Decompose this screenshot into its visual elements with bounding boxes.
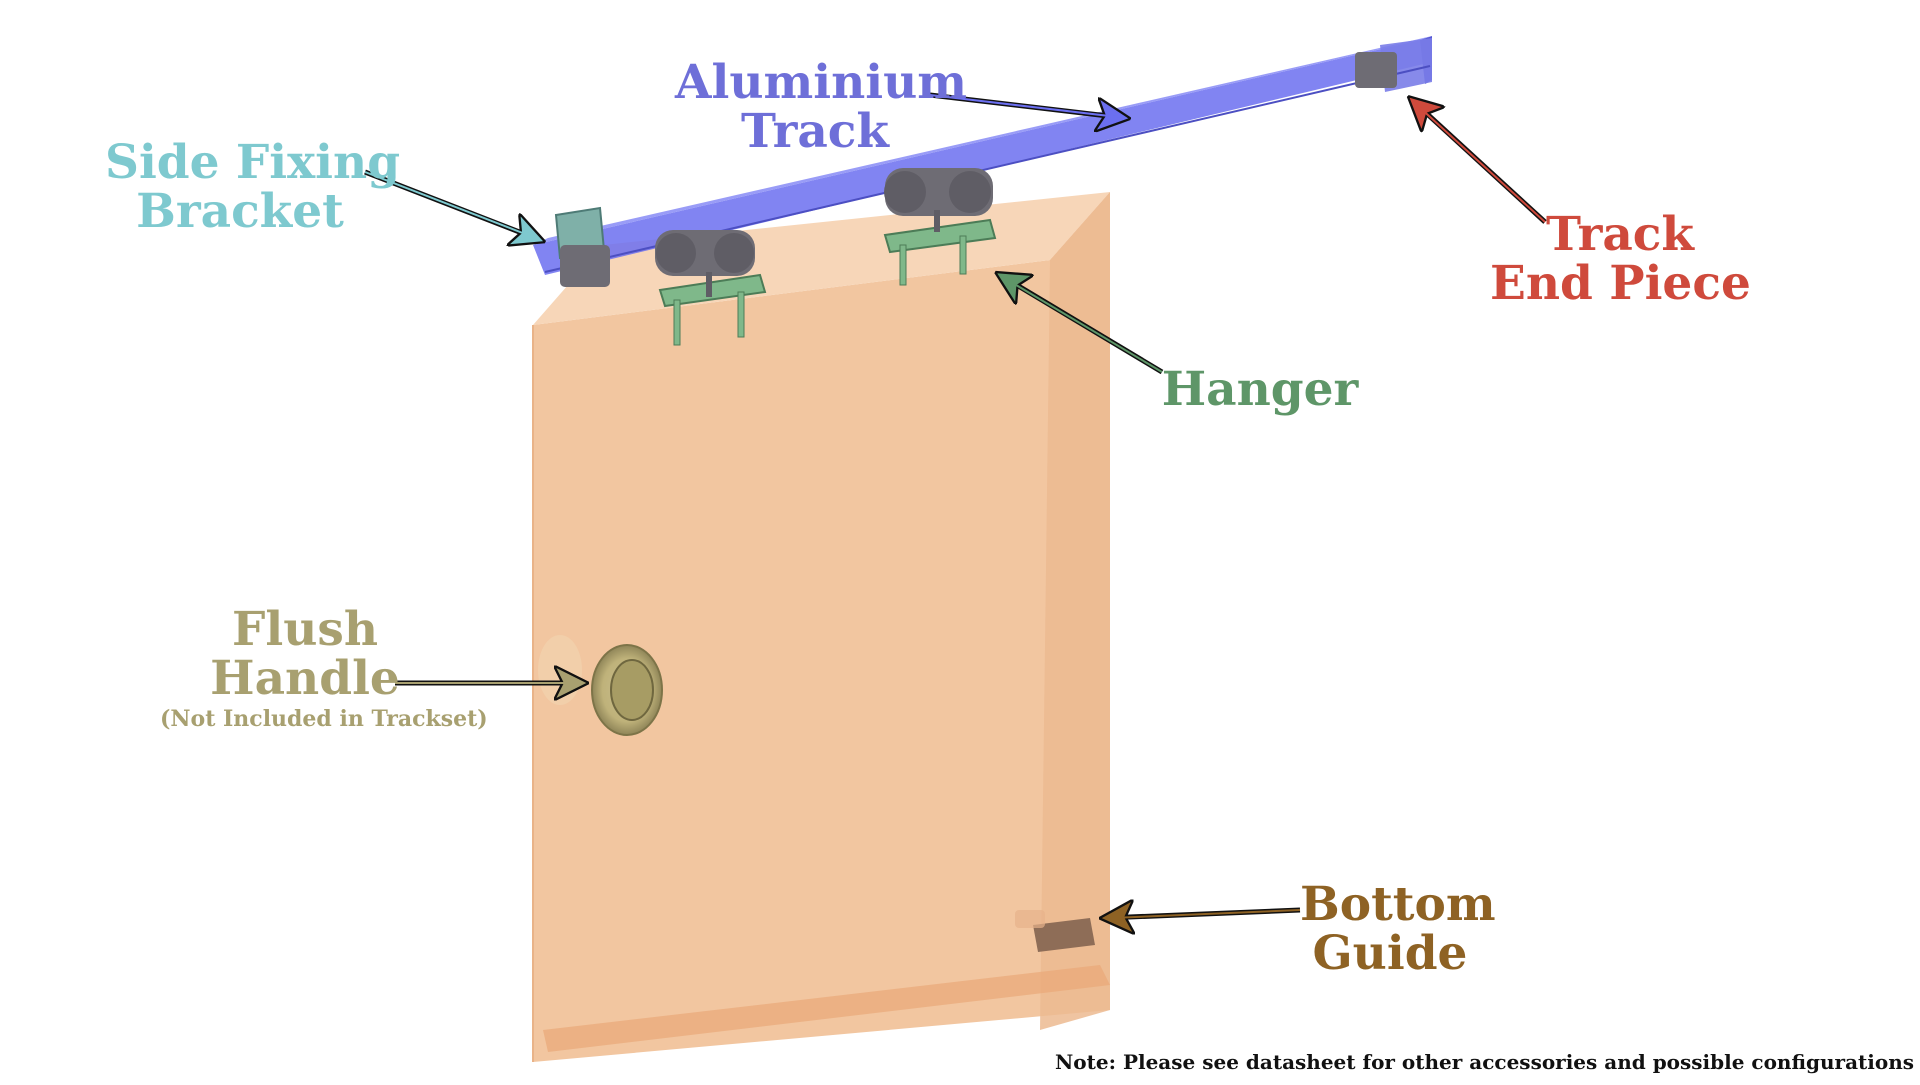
flush-handle-label-line2: Handle xyxy=(210,651,400,707)
flush-handle-label-line1: Flush xyxy=(231,602,379,657)
track-end-piece-arrow-fill xyxy=(1416,104,1546,223)
aluminium-track xyxy=(533,36,1432,275)
side-fixing-bracket-arrow-fill xyxy=(364,171,534,238)
side-fixing-bracket-label-line2: Bracket xyxy=(136,184,344,240)
hanger-carriage-left xyxy=(655,230,767,346)
aluminium-track-label: Aluminium Track xyxy=(675,55,968,160)
side-fixing-bracket-label: Side Fixing Bracket xyxy=(105,135,401,240)
footnote: Note: Please see datasheet for other acc… xyxy=(1055,1050,1914,1074)
bottom-guide xyxy=(1015,910,1095,952)
flush-handle-label-sub: (Not Included in Trackset) xyxy=(160,705,488,732)
hanger-label-line1: Hanger xyxy=(1161,362,1359,417)
hanger-label: Hanger xyxy=(1160,362,1360,417)
aluminium-track-label-line2: Track xyxy=(741,104,889,160)
track-end-piece-label-line1: Track xyxy=(1546,207,1694,262)
bottom-guide-label: Bottom Guide xyxy=(1300,877,1496,982)
track-end-piece-label: Track End Piece xyxy=(1490,207,1751,312)
track-end-piece-label-line2: End Piece xyxy=(1490,256,1751,312)
hanger-carriage-right xyxy=(883,168,997,286)
aluminium-track-arrow-fill xyxy=(929,94,1119,118)
aluminium-track-label-line1: Aluminium xyxy=(675,55,968,110)
track-end-piece xyxy=(1355,52,1397,88)
side-fixing-bracket-label-line1: Side Fixing xyxy=(105,135,401,190)
side-fixing-bracket xyxy=(554,206,610,287)
door-panel xyxy=(532,192,1110,1062)
bottom-guide-label-line1: Bottom xyxy=(1300,877,1496,932)
bottom-guide-label-line2: Guide xyxy=(1312,926,1468,982)
bottom-guide-arrow-fill xyxy=(1111,909,1301,919)
flush-handle-label: Flush Handle (Not Included in Trackset) xyxy=(160,602,488,732)
hanger-arrow-fill xyxy=(1005,278,1163,373)
